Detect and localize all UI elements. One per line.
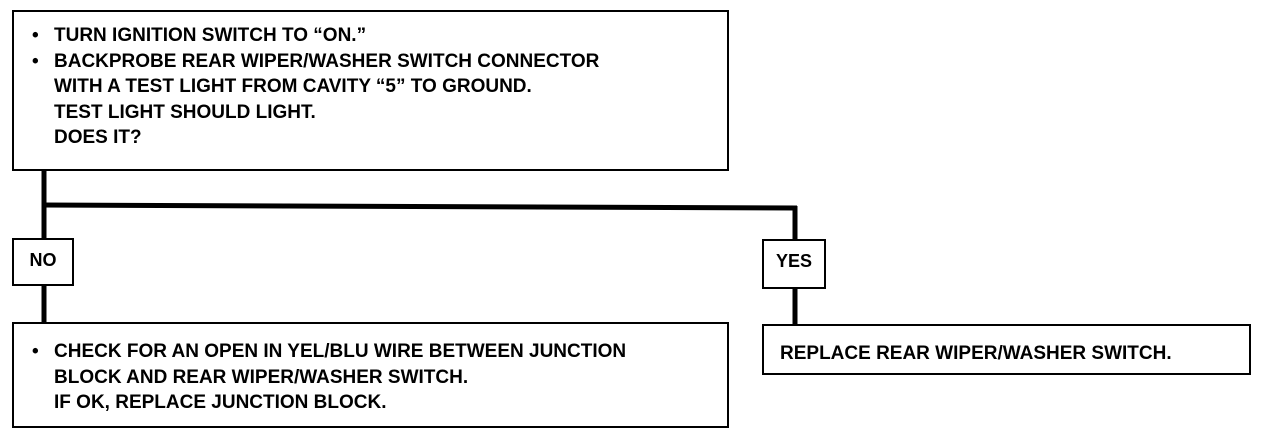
decision-text: BACKPROBE REAR WIPER/WASHER SWITCH CONNE… xyxy=(54,50,600,72)
no-action-text: CHECK FOR AN OPEN IN YEL/BLU WIRE BETWEE… xyxy=(54,341,627,362)
bullet: • xyxy=(32,25,39,46)
no-action-line: BLOCK AND REAR WIPER/WASHER SWITCH. xyxy=(32,365,717,391)
decision-box: • TURN IGNITION SWITCH TO “ON.” • BACKPROB… xyxy=(12,10,729,171)
bullet xyxy=(32,390,54,416)
yes-action-text: REPLACE REAR WIPER/WASHER SWITCH. xyxy=(780,343,1172,364)
bullet xyxy=(32,100,54,126)
no-label: NO xyxy=(12,238,74,286)
no-action-box: • CHECK FOR AN OPEN IN YEL/BLU WIRE BETWE… xyxy=(12,322,729,428)
decision-line: DOES IT? xyxy=(32,125,717,151)
no-action-text: IF OK, REPLACE JUNCTION BLOCK. xyxy=(54,392,387,413)
decision-line: • BACKPROBE REAR WIPER/WASHER SWITCH CONN… xyxy=(32,49,717,75)
bullet xyxy=(32,74,54,100)
decision-text: WITH A TEST LIGHT FROM CAVITY “5” TO GRO… xyxy=(54,76,532,97)
bullet xyxy=(32,125,54,151)
no-action-text: BLOCK AND REAR WIPER/WASHER SWITCH. xyxy=(54,366,469,388)
decision-line: WITH A TEST LIGHT FROM CAVITY “5” TO GRO… xyxy=(32,74,717,100)
decision-text: TEST LIGHT SHOULD LIGHT. xyxy=(54,101,316,123)
yes-action-line: REPLACE REAR WIPER/WASHER SWITCH. xyxy=(780,341,1239,366)
no-action-line: • CHECK FOR AN OPEN IN YEL/BLU WIRE BETWE… xyxy=(32,339,717,365)
yes-label: YES xyxy=(762,239,826,289)
decision-text: TURN IGNITION SWITCH TO “ON.” xyxy=(54,25,367,46)
decision-line: TEST LIGHT SHOULD LIGHT. xyxy=(32,100,717,126)
decision-text: DOES IT? xyxy=(54,127,142,148)
branch-line xyxy=(41,202,798,211)
decision-line: • TURN IGNITION SWITCH TO “ON.” xyxy=(32,23,717,49)
no-action-line: IF OK, REPLACE JUNCTION BLOCK. xyxy=(32,390,717,416)
bullet: • xyxy=(32,50,39,72)
bullet xyxy=(32,365,54,391)
bullet: • xyxy=(32,341,39,362)
yes-action-box: REPLACE REAR WIPER/WASHER SWITCH. xyxy=(762,324,1251,375)
